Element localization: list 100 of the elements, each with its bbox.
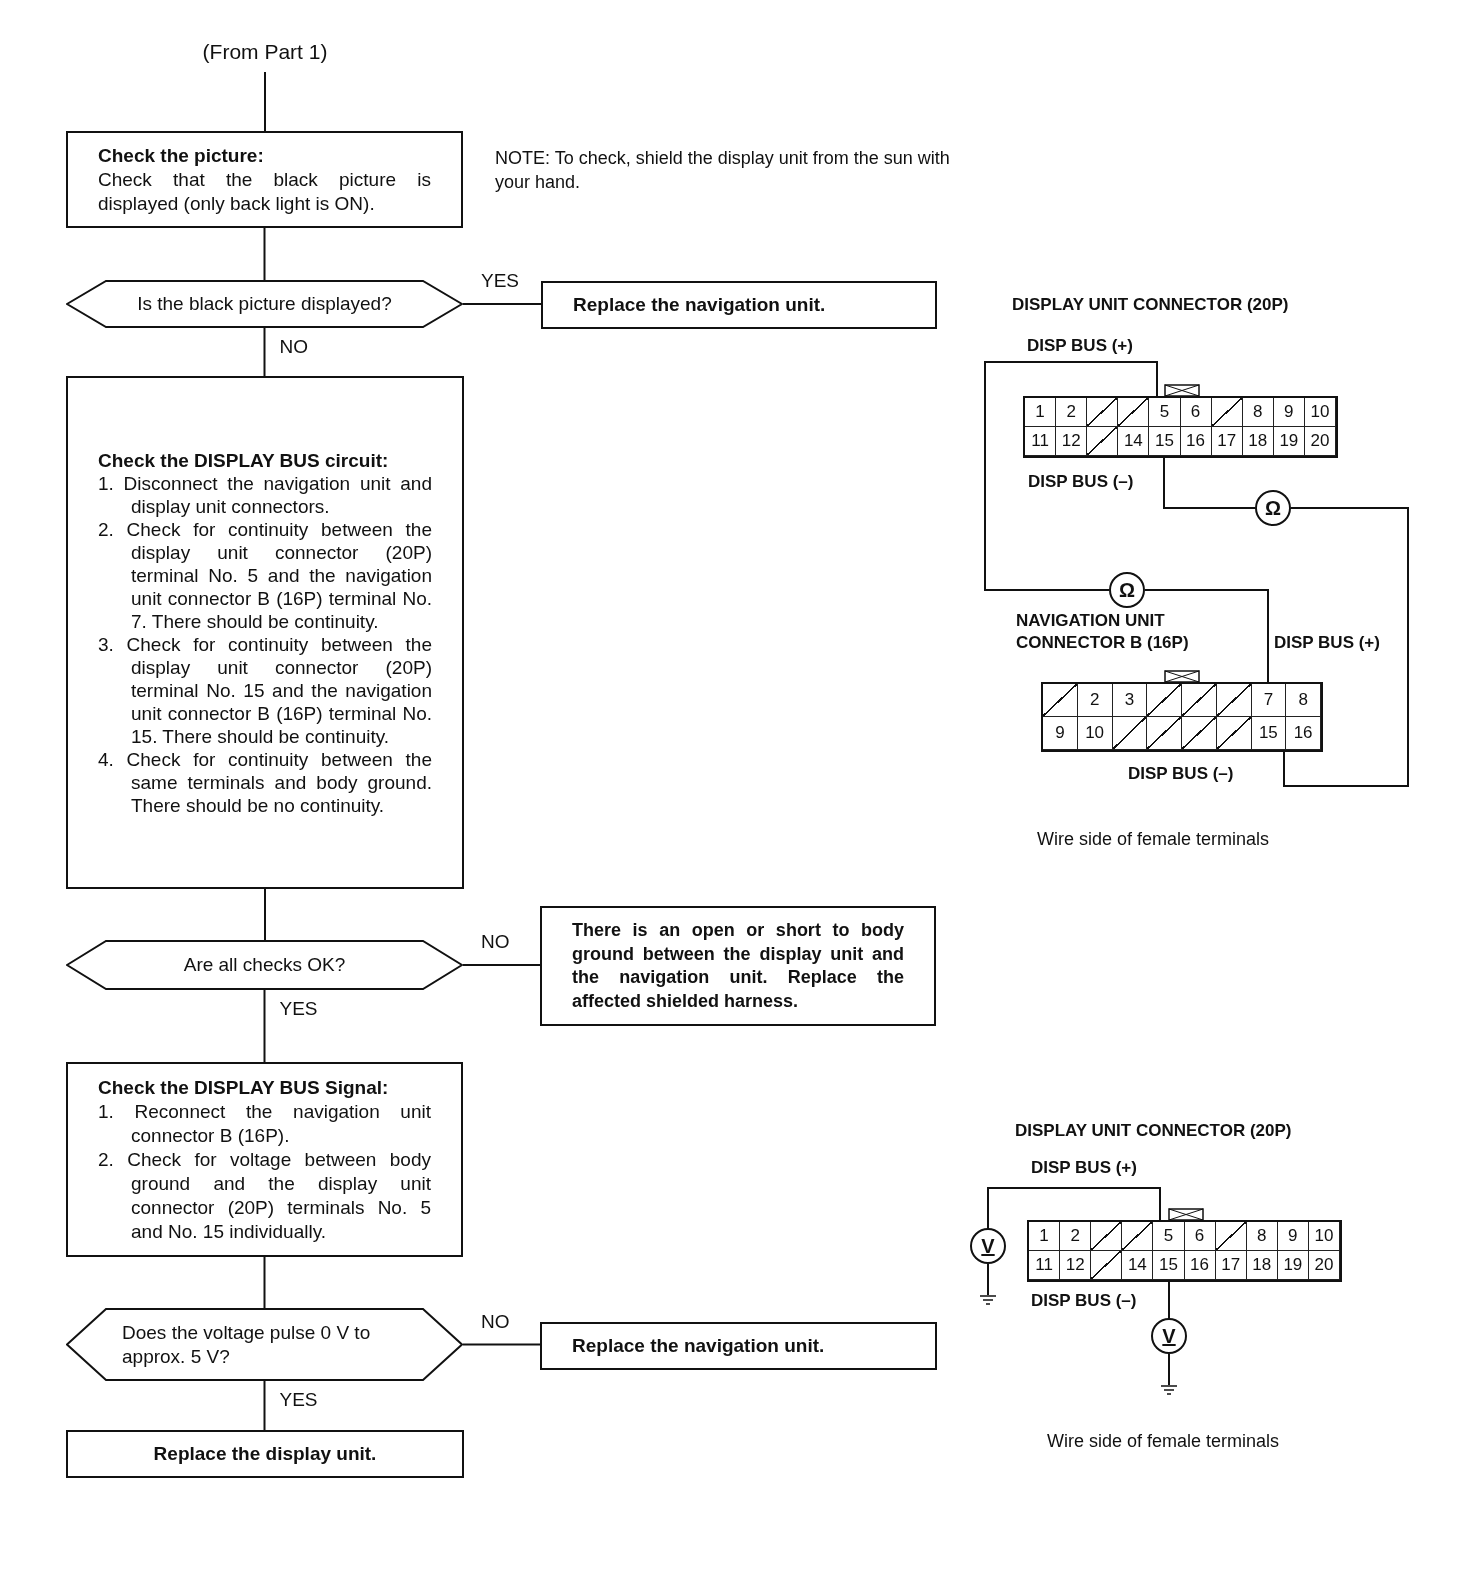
diagram-caption: Wire side of female terminals — [1037, 828, 1270, 850]
wire — [1168, 1281, 1170, 1319]
connector-title: DISPLAY UNIT CONNECTOR (20P) — [1012, 294, 1289, 316]
connector-line — [263, 989, 266, 1063]
step-text: 1. Disconnect the navigation unit and display unit connectors. — [98, 471, 432, 518]
wire — [987, 1187, 1161, 1229]
heading-text: Check the DISPLAY BUS circuit: — [98, 448, 390, 472]
step-text: 4. Check for continuity between the same terminals and body ground. There should be no continuity. — [98, 747, 432, 817]
signal-name: DISP BUS (+) — [1274, 632, 1380, 654]
signal-name: DISP BUS (+) — [1031, 1157, 1137, 1179]
connector-housing — [1041, 682, 1323, 752]
ohmmeter-symbol: Ω — [1109, 572, 1145, 608]
terminal-cell: 15 — [1149, 427, 1181, 456]
ohmmeter-symbol: Ω — [1255, 490, 1291, 526]
terminal-cell: 10 — [1308, 1222, 1340, 1251]
connector-line — [263, 327, 266, 377]
decision-hexagon — [66, 280, 463, 328]
terminal-cell: 10 — [1304, 398, 1336, 427]
process-box — [66, 376, 464, 889]
reference-text: (From Part 1) — [180, 40, 350, 64]
connector-line — [263, 1380, 266, 1431]
terminal-cell: 15 — [1251, 717, 1287, 750]
edge-label: NO — [481, 1310, 510, 1333]
connector-housing — [1027, 1220, 1342, 1282]
process-box — [66, 1062, 463, 1257]
edge-label: YES — [279, 998, 318, 1020]
question-text: Are all checks OK? — [183, 953, 346, 977]
terminal-cell: 19 — [1273, 427, 1305, 456]
ground-symbol — [980, 1295, 996, 1305]
heading-text: Check the picture: — [98, 143, 265, 168]
terminal-cell: 11 — [1029, 1251, 1061, 1280]
terminal-cell: 17 — [1215, 1251, 1247, 1280]
signal-name: DISP BUS (–) — [1031, 1290, 1137, 1312]
wire — [1144, 589, 1269, 683]
connector-housing — [1023, 396, 1338, 458]
terminal-cell: 7 — [1251, 684, 1287, 717]
connector-line — [264, 888, 266, 941]
heading-text: Check the DISPLAY BUS Signal: — [98, 1075, 390, 1100]
connector-line — [263, 227, 266, 281]
wire — [987, 1263, 989, 1296]
terminal-cell: 8 — [1242, 398, 1274, 427]
result-box — [540, 906, 936, 1026]
terminal-cell: 19 — [1277, 1251, 1309, 1280]
voltmeter-symbol: V — [970, 1228, 1006, 1264]
terminal-cell: 5 — [1149, 398, 1181, 427]
terminal-cell: 6 — [1180, 398, 1212, 427]
terminal-cell: 2 — [1060, 1222, 1092, 1251]
body-text: There is an open or short to body ground between the display unit and the navigation unit. Replace the affected shielded harness. — [572, 919, 904, 1013]
terminal-cell: 20 — [1308, 1251, 1340, 1280]
connector-line — [462, 1343, 541, 1346]
decision-hexagon — [66, 940, 463, 990]
terminal-cell: 18 — [1242, 427, 1274, 456]
edge-label: YES — [481, 270, 520, 292]
terminal-cell: 14 — [1118, 427, 1150, 456]
step-text: 2. Check for voltage between body ground and the display unit connector (20P) terminals No. 5 and No. 15 individually. — [98, 1147, 431, 1244]
body-text: Replace the display unit. — [152, 1442, 378, 1466]
question-text: Is the black picture displayed? — [137, 292, 392, 316]
terminal-cell: 5 — [1153, 1222, 1185, 1251]
terminal-cell: 9 — [1277, 1222, 1309, 1251]
step-text: 2. Check for continuity between the display unit connector (20P) terminal No. 5 and the navigation unit connector B (16P) terminal No. 7. There should be continuity. — [98, 517, 432, 633]
wire — [984, 361, 1158, 591]
terminal-cell: 6 — [1184, 1222, 1216, 1251]
connector-line — [263, 1256, 266, 1309]
connector-line — [264, 71, 266, 132]
body-text: Replace the navigation unit. — [572, 1334, 826, 1358]
result-box — [540, 1322, 937, 1370]
terminal-cell: 8 — [1286, 684, 1321, 717]
signal-name: DISP BUS (–) — [1028, 471, 1134, 493]
terminal-cell: 11 — [1025, 427, 1057, 456]
terminal-cell: 9 — [1273, 398, 1305, 427]
terminal-cell: 2 — [1077, 684, 1113, 717]
result-box — [541, 281, 937, 329]
terminal-cell: 12 — [1056, 427, 1088, 456]
terminal-cell: 12 — [1060, 1251, 1092, 1280]
terminal-cell: 16 — [1286, 717, 1321, 750]
wire — [1283, 507, 1409, 787]
terminal-cell: 15 — [1153, 1251, 1185, 1280]
terminal-cell: 14 — [1122, 1251, 1154, 1280]
step-text: 3. Check for continuity between the display unit connector (20P) terminal No. 15 and the navigation unit connector B (16P) terminal No. 15. There should be continuity. — [98, 632, 432, 748]
step-text: 1. Reconnect the navigation unit connector B (16P). — [98, 1099, 431, 1148]
edge-label: NO — [481, 931, 510, 953]
ground-symbol — [1161, 1385, 1177, 1395]
note-text: NOTE: To check, shield the display unit from the sun with your hand. — [495, 147, 951, 194]
process-box — [66, 131, 463, 228]
terminal-cell: 3 — [1112, 684, 1148, 717]
decision-hexagon — [66, 1308, 463, 1381]
terminal-cell: 16 — [1184, 1251, 1216, 1280]
edge-label: YES — [279, 1389, 318, 1411]
result-box — [66, 1430, 464, 1478]
terminal-cell: 1 — [1029, 1222, 1061, 1251]
connector-title: DISPLAY UNIT CONNECTOR (20P) — [1015, 1120, 1292, 1142]
diagram-caption: Wire side of female terminals — [1047, 1430, 1280, 1452]
wire — [1163, 457, 1256, 509]
terminal-cell: 9 — [1043, 717, 1078, 750]
terminal-cell: 2 — [1056, 398, 1088, 427]
signal-name: DISP BUS (+) — [1027, 335, 1133, 357]
body-text: Replace the navigation unit. — [573, 293, 827, 317]
terminal-cell: 10 — [1077, 717, 1113, 750]
terminal-cell: 17 — [1211, 427, 1243, 456]
terminal-cell: 16 — [1180, 427, 1212, 456]
